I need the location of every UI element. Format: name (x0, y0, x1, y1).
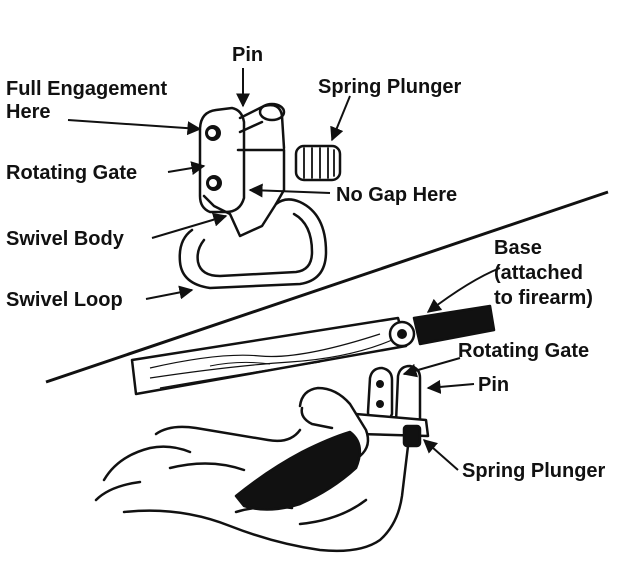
arrow-full-engagement (67, 119, 202, 136)
hand-with-swivel-drawing (94, 364, 430, 553)
arrow-spring-plunger-2 (422, 439, 459, 471)
arrow-rotating-gate (167, 161, 206, 175)
swivel-body-shape (202, 148, 286, 238)
label-spring-plunger: Spring Plunger (318, 76, 462, 98)
label-base: Base (attached to firearm) (494, 237, 593, 309)
rifle-stock-drawing (130, 304, 496, 396)
label-rotating-gate-2: Rotating Gate (458, 340, 590, 362)
label-full-engagement: Full Engagement Here (6, 78, 168, 123)
arrow-rotating-gate-2 (402, 357, 461, 378)
spring-plunger-shape (294, 144, 342, 182)
label-pin: Pin (232, 44, 264, 66)
arrow-base (426, 267, 501, 313)
arrow-swivel-body (151, 212, 228, 239)
label-no-gap: No Gap Here (336, 184, 458, 206)
arrow-swivel-loop (145, 285, 194, 300)
arrow-no-gap (248, 183, 331, 198)
label-spring-plunger-2: Spring Plunger (462, 460, 606, 482)
label-swivel-body: Swivel Body (6, 228, 124, 250)
swivel-loop-shape (178, 198, 328, 290)
label-swivel-loop: Swivel Loop (6, 289, 123, 311)
label-rotating-gate: Rotating Gate (6, 162, 138, 184)
callout-arrows (67, 68, 501, 471)
pin-shape (238, 103, 286, 150)
arrow-pin-2 (426, 379, 475, 394)
rotating-gate-shape (198, 106, 246, 214)
arrow-spring-plunger (330, 95, 351, 142)
label-pin-2: Pin (478, 374, 510, 396)
divider-line (45, 190, 609, 384)
swivel-assembly-drawing (178, 102, 342, 290)
